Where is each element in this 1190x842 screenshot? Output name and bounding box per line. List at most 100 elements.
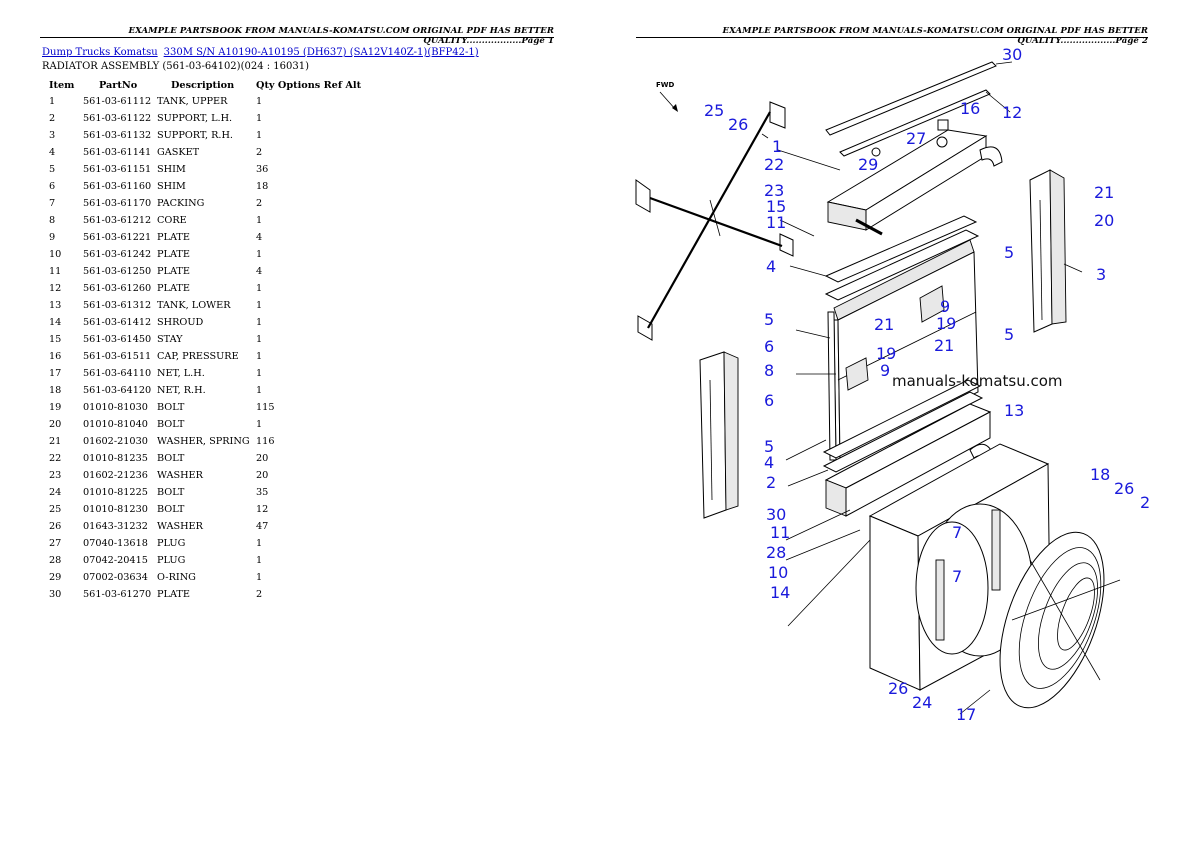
qty-cell: 12 xyxy=(256,504,269,515)
callout-19-a: 19 xyxy=(936,314,956,333)
callout-18: 18 xyxy=(1090,465,1110,484)
partno-cell: 561-03-61151 xyxy=(83,164,152,175)
partno-cell: 01602-21236 xyxy=(83,470,148,481)
item-cell: 10 xyxy=(49,249,62,260)
item-cell: 21 xyxy=(49,436,62,447)
qty-cell: 1 xyxy=(256,113,263,124)
callout-26: 26 xyxy=(728,115,748,134)
callout-5-c: 5 xyxy=(1004,325,1014,344)
callout-5-b: 5 xyxy=(764,310,774,329)
qty-cell: 2 xyxy=(256,589,263,600)
callout-28: 28 xyxy=(766,543,786,562)
page-header-page-2: EXAMPLE PARTSBOOK FROM MANUALS-KOMATSU.C… xyxy=(722,26,1148,46)
partno-cell: 01643-31232 xyxy=(83,521,148,532)
callout-21-a: 21 xyxy=(874,315,894,334)
partno-cell: 561-03-61242 xyxy=(83,249,152,260)
description-cell: PLATE xyxy=(157,232,190,243)
callout-25: 25 xyxy=(704,101,724,120)
item-cell: 29 xyxy=(49,572,62,583)
qty-cell: 2 xyxy=(256,147,263,158)
partno-cell: 07002-03634 xyxy=(83,572,148,583)
description-cell: SHIM xyxy=(157,164,186,175)
callout-1: 1 xyxy=(772,137,782,156)
description-cell: BOLT xyxy=(157,419,185,430)
page-header-page-1: EXAMPLE PARTSBOOK FROM MANUALS-KOMATSU.C… xyxy=(128,26,554,46)
description-cell: SHROUD xyxy=(157,317,204,328)
col-header-partno: PartNo xyxy=(99,79,138,91)
description-cell: WASHER, SPRING xyxy=(157,436,250,447)
description-cell: PLATE xyxy=(157,283,190,294)
item-cell: 22 xyxy=(49,453,62,464)
qty-cell: 18 xyxy=(256,181,269,192)
qty-cell: 115 xyxy=(256,402,275,413)
item-cell: 12 xyxy=(49,283,62,294)
assembly-title: RADIATOR ASSEMBLY (561-03-64102)(024 : 1… xyxy=(42,61,309,72)
breadcrumb-link-model[interactable]: 330M S/N A10190-A10195 (DH637) (SA12V140… xyxy=(163,47,479,58)
partno-cell: 01010-81040 xyxy=(83,419,148,430)
qty-cell: 20 xyxy=(256,470,269,481)
description-cell: PLUG xyxy=(157,538,186,549)
callout-30: 30 xyxy=(1002,45,1022,64)
partno-cell: 561-03-61132 xyxy=(83,130,152,141)
callout-16: 16 xyxy=(960,99,980,118)
description-cell: BOLT xyxy=(157,487,185,498)
callout-7-a: 7 xyxy=(952,523,962,542)
qty-cell: 1 xyxy=(256,351,263,362)
lower-tank xyxy=(824,403,995,517)
partno-cell: 561-03-61221 xyxy=(83,232,152,243)
support-rh xyxy=(1029,169,1067,333)
qty-cell: 1 xyxy=(256,300,263,311)
description-cell: GASKET xyxy=(157,147,200,158)
partno-cell: 561-03-61260 xyxy=(83,283,152,294)
col-header-description: Description xyxy=(171,79,235,91)
partno-cell: 561-03-64120 xyxy=(83,385,152,396)
qty-cell: 20 xyxy=(256,453,269,464)
qty-cell: 1 xyxy=(256,572,263,583)
description-cell: TANK, LOWER xyxy=(157,300,231,311)
description-cell: PLATE xyxy=(157,589,190,600)
description-cell: BOLT xyxy=(157,402,185,413)
description-cell: SUPPORT, R.H. xyxy=(157,130,233,141)
qty-cell: 1 xyxy=(256,555,263,566)
item-cell: 19 xyxy=(49,402,62,413)
item-cell: 15 xyxy=(49,334,62,345)
qty-cell: 47 xyxy=(256,521,269,532)
item-cell: 3 xyxy=(49,130,56,141)
callout-27: 27 xyxy=(906,129,926,148)
item-cell: 18 xyxy=(49,385,62,396)
callout-6-a: 6 xyxy=(764,337,774,356)
item-cell: 8 xyxy=(49,215,56,226)
description-cell: PLATE xyxy=(157,266,190,277)
breadcrumb-link-category[interactable]: Dump Trucks Komatsu xyxy=(42,47,158,58)
partno-cell: 07040-13618 xyxy=(83,538,148,549)
col-header-item: Item xyxy=(49,79,75,91)
breadcrumb: Dump Trucks Komatsu 330M S/N A10190-A1019… xyxy=(42,47,479,58)
description-cell: PACKING xyxy=(157,198,205,209)
callout-29: 29 xyxy=(858,155,878,174)
callout-2: 2 xyxy=(766,473,776,492)
qty-cell: 1 xyxy=(256,249,263,260)
item-cell: 25 xyxy=(49,504,62,515)
partno-cell: 07042-20415 xyxy=(83,555,148,566)
item-cell: 2 xyxy=(49,113,56,124)
item-cell: 28 xyxy=(49,555,62,566)
callout-5-d: 5 xyxy=(764,437,774,456)
fwd-label: FWD xyxy=(656,81,675,89)
callout-11: 11 xyxy=(766,213,786,232)
item-cell: 20 xyxy=(49,419,62,430)
item-cell: 7 xyxy=(49,198,56,209)
